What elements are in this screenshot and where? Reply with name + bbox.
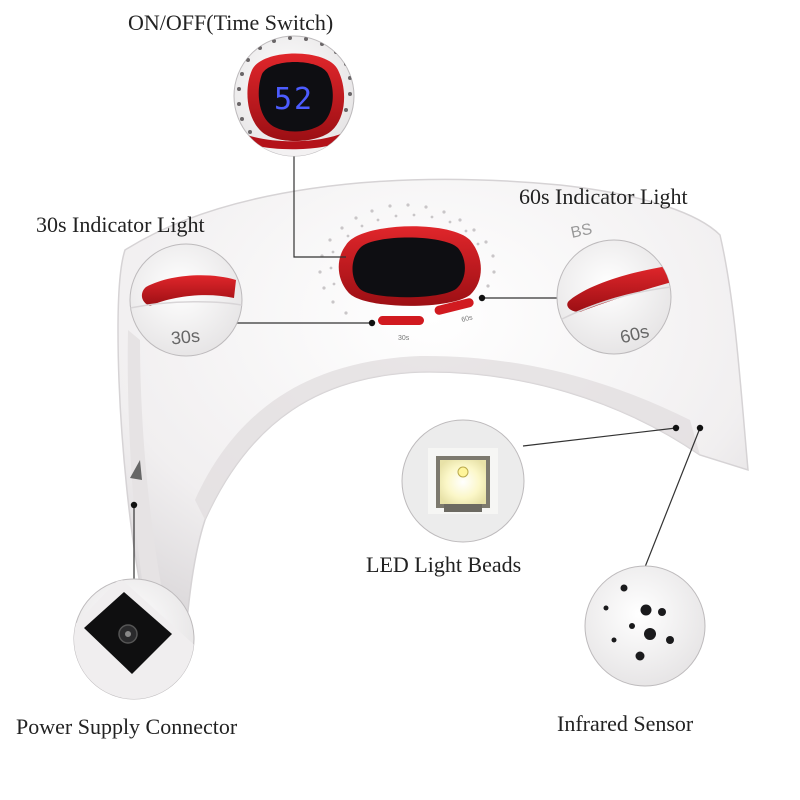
lamp-display-panel [338, 226, 481, 306]
body-60s-indicator [434, 298, 474, 315]
body-30s-indicator [378, 316, 424, 325]
zoom-infrared-sensor [584, 565, 706, 687]
zoom-30s-button: 30s [129, 243, 243, 357]
svg-text:BS: BS [569, 221, 593, 242]
zoom-60s-button: 60s [556, 239, 672, 355]
label-60s-indicator: 60s Indicator Light [519, 184, 688, 209]
callout-lines [133, 156, 701, 580]
timer-readout: 52 [274, 82, 314, 117]
zoom-power-connector [73, 578, 195, 700]
label-power-connector: Power Supply Connector [16, 714, 238, 739]
zoom-led-bead [401, 419, 525, 543]
label-30s-indicator: 30s Indicator Light [36, 212, 205, 237]
label-led-beads: LED Light Beads [366, 552, 522, 577]
body-60s-text: 60s [461, 314, 474, 324]
vent-dots [318, 203, 496, 315]
callout-dots [130, 294, 704, 509]
body-30s-text: 30s [398, 335, 410, 342]
label-on-off: ON/OFF(Time Switch) [128, 10, 334, 35]
arrow-mark-icon [130, 460, 142, 480]
label-infrared-sensor: Infrared Sensor [557, 711, 694, 736]
zoom-30s-text: 30s [170, 326, 201, 349]
zoom-on-off-button: 52 [233, 35, 355, 157]
